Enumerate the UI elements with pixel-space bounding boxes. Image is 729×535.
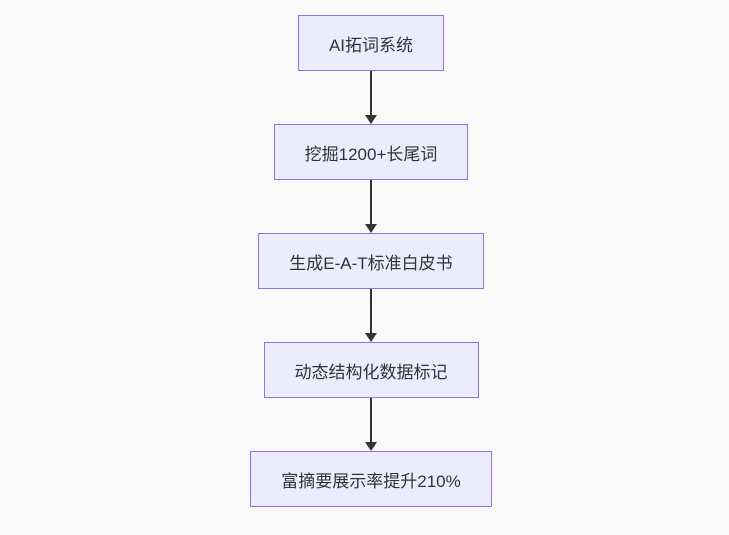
node-label: 生成E-A-T标准白皮书 [289, 253, 453, 273]
flow-edge-2 [365, 180, 377, 233]
flowchart-node-step-2: 挖掘1200+长尾词 [273, 124, 469, 180]
node-label: 动态结构化数据标记 [294, 362, 448, 382]
node-label: 挖掘1200+长尾词 [304, 144, 438, 164]
flow-edge-1 [365, 71, 377, 124]
node-label: AI拓词系统 [328, 35, 414, 55]
arrowhead-down-icon [365, 224, 377, 233]
arrowhead-down-icon [365, 115, 377, 124]
arrowhead-down-icon [365, 333, 377, 342]
edge-line [370, 71, 372, 116]
flow-edge-4 [365, 398, 377, 451]
edge-line [370, 289, 372, 334]
flow-edge-3 [365, 289, 377, 342]
flowchart-node-step-4: 动态结构化数据标记 [263, 342, 479, 398]
flowchart-node-step-5: 富摘要展示率提升210% [250, 451, 492, 507]
edge-line [370, 398, 372, 443]
flowchart-node-step-1: AI拓词系统 [297, 15, 445, 71]
node-label: 富摘要展示率提升210% [281, 471, 461, 491]
arrowhead-down-icon [365, 442, 377, 451]
flowchart-node-step-3: 生成E-A-T标准白皮书 [258, 233, 484, 289]
edge-line [370, 180, 372, 225]
